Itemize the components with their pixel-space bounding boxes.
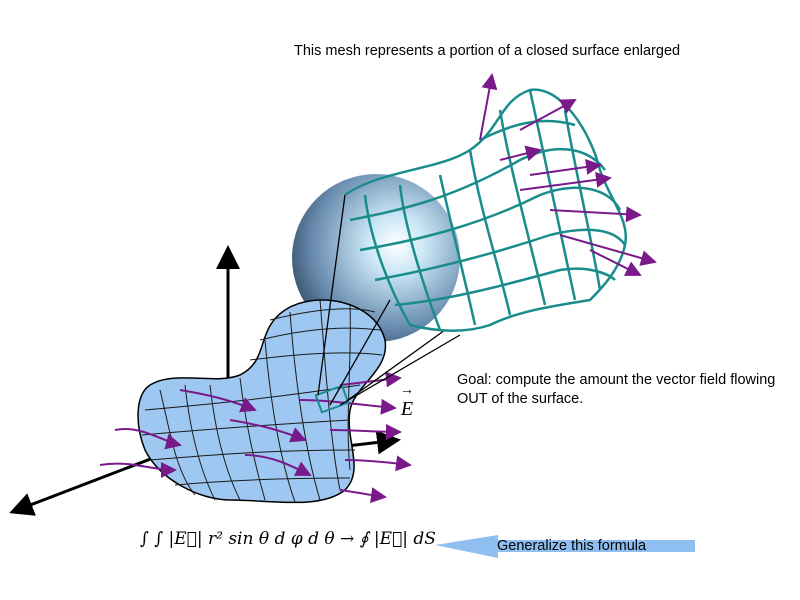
goal-caption: Goal: compute the amount the vector fiel… xyxy=(457,372,776,407)
flux-formula: ∫ ∫ |E⃗| r² sin θ d φ d θ → ∮ |E⃗| dS xyxy=(140,529,436,549)
enlarged-mesh xyxy=(344,88,628,333)
generalize-caption: Generalize this formula xyxy=(497,538,647,554)
vector-arrow-accent: → xyxy=(400,383,414,398)
top-caption: This mesh represents a portion of a clos… xyxy=(294,43,681,59)
vector-field-lines xyxy=(99,371,412,504)
surface-patch xyxy=(314,194,461,414)
sphere xyxy=(292,174,460,342)
vector-e-text: E xyxy=(400,398,414,420)
vector-e-label: → E xyxy=(400,383,414,421)
generalize-arrow xyxy=(435,535,695,558)
mesh-field-arrows xyxy=(479,73,657,276)
